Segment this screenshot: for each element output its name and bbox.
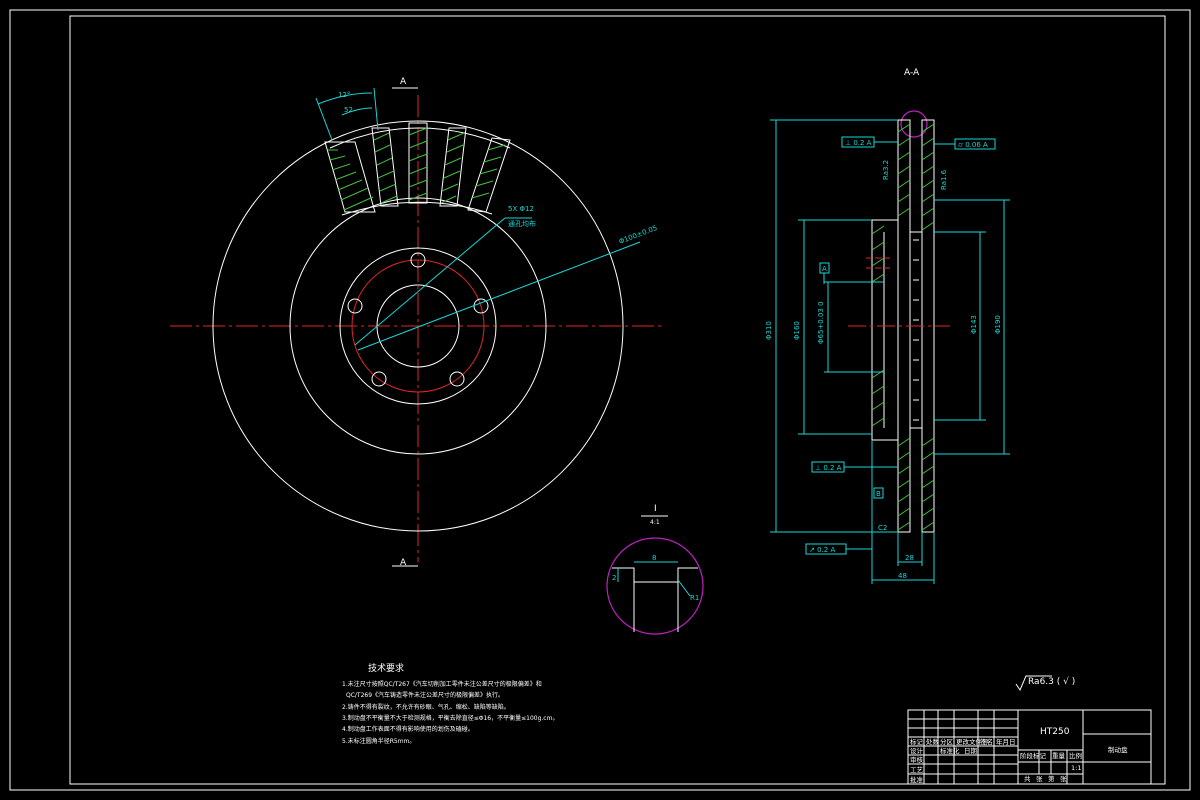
holes-note: 通孔均布 (508, 219, 536, 228)
dim-d190: Φ190 (994, 315, 1002, 334)
material: HT250 (1040, 727, 1070, 737)
svg-text:比例: 比例 (1069, 751, 1082, 760)
title-block: HT250 制动盘 标记 处数 分区 更改文件号 签名 年月日 设计 审核 工艺… (907, 709, 1152, 785)
svg-text:阶段标记: 阶段标记 (1020, 751, 1047, 760)
svg-text:2: 2 (612, 574, 616, 582)
datum-b: B (873, 487, 884, 499)
svg-text:更改文件号: 更改文件号 (956, 737, 989, 746)
svg-text:第: 第 (1048, 774, 1055, 783)
dim-d65: Φ65+0.03 0 (817, 301, 825, 344)
technical-notes: 技术要求 1.未注尺寸按照QC/T267《汽车切削加工零件未注公差尺寸的极限偏差… (342, 662, 558, 745)
svg-text:3.制动盘不平衡量不大于检测规格，平衡去除直径≤Φ16，不平: 3.制动盘不平衡量不大于检测规格，平衡去除直径≤Φ16，不平衡量≤100g.cm… (342, 714, 558, 722)
svg-text:批准: 批准 (910, 775, 924, 784)
detail-view: I 4:1 8 2 R1 (606, 504, 704, 635)
tol-frame-right: ⌭ 0.06 A (934, 138, 996, 150)
svg-text:分区: 分区 (940, 737, 954, 746)
detail-marker (900, 110, 928, 138)
svg-text:8: 8 (652, 554, 656, 562)
svg-text:Ra6.3 ( √ ): Ra6.3 ( √ ) (1028, 676, 1075, 687)
svg-text:R1: R1 (690, 594, 699, 602)
front-view: 12° 52 A A 5X Φ12 通孔均布 Φ100±0.05 (170, 77, 665, 568)
tol-frame-bottom: ↗ 0.2 A (805, 543, 872, 555)
outer-frame (9, 9, 1191, 791)
svg-text:重量: 重量 (1052, 752, 1066, 760)
part-name: 制动盘 (1108, 745, 1128, 754)
outer-circle (212, 120, 624, 532)
tol-frame-top: ⊥ 0.2 A (841, 136, 898, 148)
datum-a: A (819, 262, 830, 284)
svg-text:⌭ 0.06 A: ⌭ 0.06 A (958, 141, 988, 149)
angle-dim-2: 52 (344, 106, 353, 114)
svg-text:张: 张 (1036, 774, 1043, 783)
angle-dim-1: 12° (338, 91, 350, 99)
svg-text:签名: 签名 (980, 737, 993, 746)
svg-text:B: B (876, 490, 881, 498)
tol-frame-mid: ⊥ 0.2 A (811, 461, 898, 473)
dim-w48: 48 (898, 572, 907, 580)
svg-text:5.未标注圆角半径R5mm。: 5.未标注圆角半径R5mm。 (342, 737, 415, 745)
roughness-general: Ra6.3 ( √ ) (1015, 675, 1075, 692)
svg-text:共: 共 (1024, 774, 1031, 783)
svg-text:处数: 处数 (926, 737, 940, 746)
svg-text:张: 张 (1060, 774, 1067, 783)
bolt-pitch-circle (351, 259, 485, 393)
svg-text:1.未注尺寸按照QC/T267《汽车切削加工零件未注公差尺寸: 1.未注尺寸按照QC/T267《汽车切削加工零件未注公差尺寸的极限偏差》和 (342, 680, 542, 688)
svg-text:⊥ 0.2 A: ⊥ 0.2 A (845, 139, 872, 147)
dim-w28: 28 (905, 554, 914, 562)
svg-text:QC/T269《汽车铸造零件未注公差尺寸的极限偏差》执行。: QC/T269《汽车铸造零件未注公差尺寸的极限偏差》执行。 (346, 691, 504, 699)
friction-inner-circle (289, 197, 547, 455)
svg-text:↗ 0.2 A: ↗ 0.2 A (809, 546, 835, 554)
detail-circle (606, 537, 704, 635)
roughness-left: Ra3.2 (882, 160, 890, 180)
svg-text:⊥ 0.2 A: ⊥ 0.2 A (815, 464, 842, 472)
svg-text:标准化: 标准化 (940, 746, 960, 755)
detail-scale: 4:1 (650, 519, 660, 526)
scale-value: 1:1 (1071, 764, 1081, 772)
chamfer-c2: C2 (878, 524, 887, 532)
dim-d160: Φ160 (793, 321, 801, 340)
roughness-right: Ra1.6 (940, 169, 948, 190)
svg-text:日期: 日期 (964, 747, 978, 755)
section-view-title: A-A (904, 68, 920, 78)
svg-text:A: A (822, 265, 827, 273)
svg-text:4.制动盘工作表面不得有影响使用的划伤及磕碰。: 4.制动盘工作表面不得有影响使用的划伤及磕碰。 (342, 725, 474, 733)
svg-text:工艺: 工艺 (910, 766, 924, 774)
svg-text:设计: 设计 (910, 746, 924, 755)
detail-label: I (654, 504, 657, 514)
holes-callout: 5X Φ12 (508, 205, 534, 213)
section-mark-bottom: A (400, 558, 407, 568)
dim-d310: Φ310 (765, 321, 773, 340)
notes-title: 技术要求 (368, 662, 404, 674)
svg-text:年月日: 年月日 (996, 737, 1016, 746)
hub-circle (339, 247, 497, 405)
svg-text:2.铸件不得有裂纹，不允许有砂眼、气孔、缩松、缺陷等缺陷。: 2.铸件不得有裂纹，不允许有砂眼、气孔、缩松、缺陷等缺陷。 (342, 703, 510, 711)
dim-d143: Φ143 (970, 315, 978, 334)
section-view: A-A (765, 68, 1010, 584)
svg-text:审核: 审核 (910, 755, 924, 764)
section-mark-top: A (400, 77, 407, 87)
vent-slots (324, 122, 511, 216)
svg-text:标记: 标记 (910, 737, 924, 746)
inner-frame (69, 15, 1166, 785)
